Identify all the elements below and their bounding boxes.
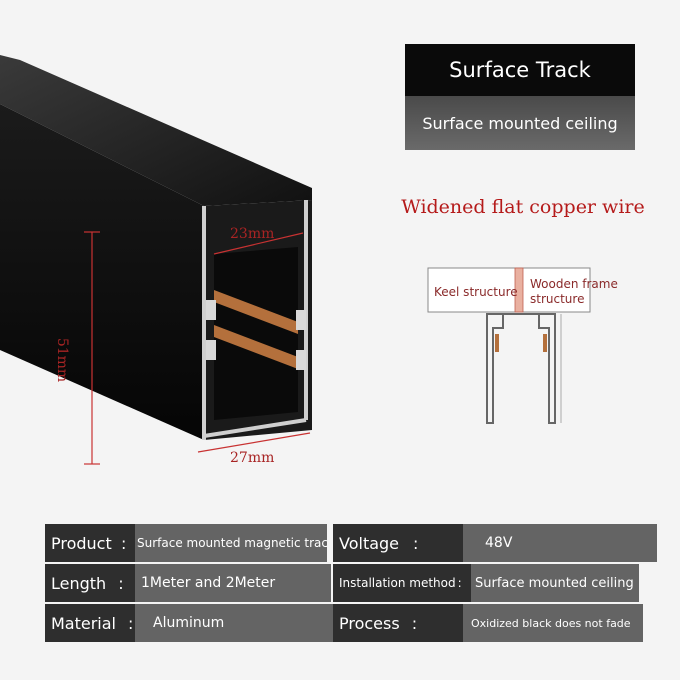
product-photo [0,55,312,465]
spec-label-installation: Installation method : [333,564,471,602]
copper-wire-top [214,290,298,334]
wooden-frame-label: Wooden frame structure [530,277,618,307]
track-top-face [0,55,312,206]
wooden-frame-label-line2: structure [530,292,585,306]
spec-colon: : [121,524,135,562]
section-diagram [427,267,591,424]
title-banner: Surface Track [405,44,635,96]
spec-value-installation: Surface mounted ceiling [471,564,639,602]
spec-value-length: 1Meter and 2Meter [135,564,331,602]
spec-row: Material : Aluminum Process : Oxidized b… [45,604,643,642]
spec-label-material: Material : [45,604,141,642]
spec-value-material: Aluminum [135,604,343,642]
page-subtitle: Surface mounted ceiling [422,113,618,133]
spec-row: Length : 1Meter and 2Meter Installation … [45,564,639,602]
spec-value-product: Surface mounted magnetic track [135,524,327,562]
keel-structure-label: Keel structure [434,285,518,299]
track-side-face [0,104,204,440]
spec-value-voltage: 48V [463,524,657,562]
spec-row: Product : Surface mounted magnetic track… [45,524,657,562]
feature-headline: Widened flat copper wire [401,196,645,218]
dim-width-top: 23mm [230,226,275,242]
spec-label-length: Length : [45,564,141,602]
dim-height: 51mm [54,337,71,383]
spec-value-process: Oxidized black does not fade [463,604,643,642]
subtitle-banner: Surface mounted ceiling [405,96,635,150]
dim-width-bottom: 27mm [230,450,275,466]
spec-label-voltage: Voltage : [333,524,469,562]
spec-label-process: Process : [333,604,463,642]
page-title: Surface Track [449,58,591,82]
wooden-frame-label-line1: Wooden frame [530,277,618,291]
copper-wire-bottom [214,325,298,369]
